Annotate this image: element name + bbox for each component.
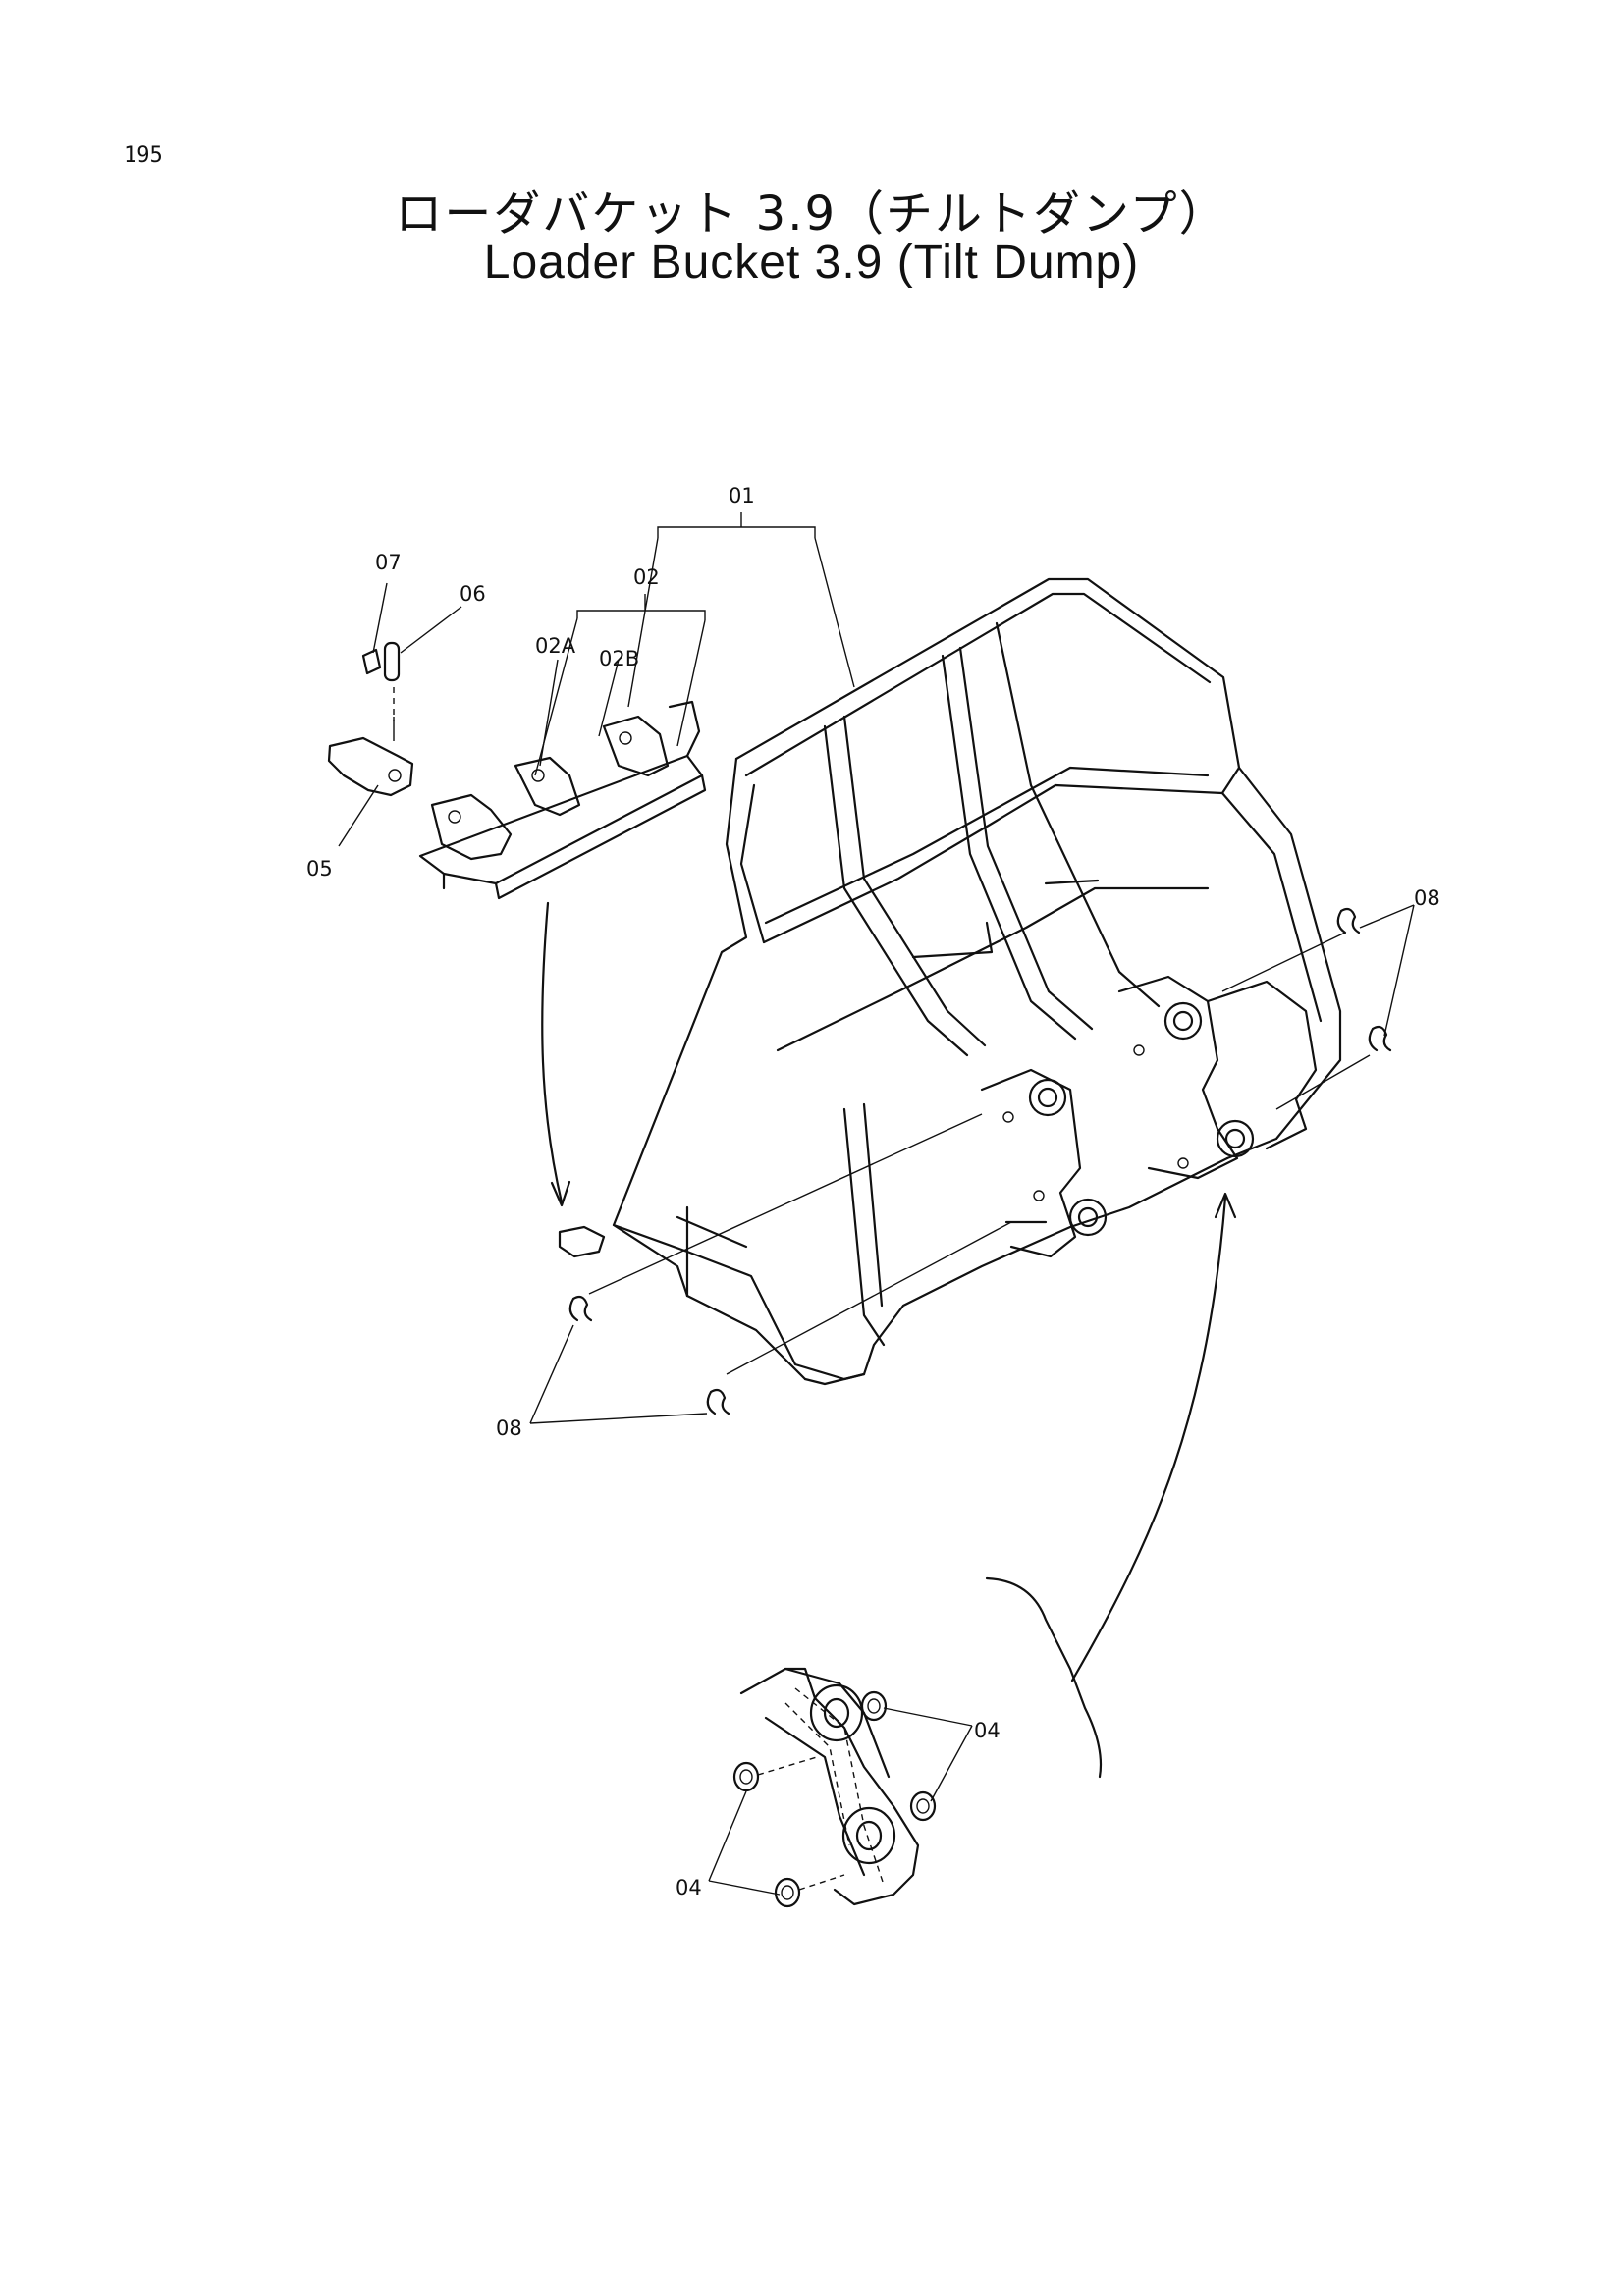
callout-01: 01 <box>729 484 755 507</box>
title-english: Loader Bucket 3.9 (Tilt Dump) <box>483 237 1140 289</box>
cutting-edge-assembly <box>418 700 707 900</box>
callout-02b: 02B <box>599 647 639 670</box>
install-arrow-cutting-edge <box>541 901 571 1207</box>
callout-04-right: 04 <box>974 1719 1001 1742</box>
hinge-detail <box>732 1667 937 1908</box>
installed-tooth <box>558 1225 606 1258</box>
page-number: 195 <box>124 143 163 168</box>
callout-04-left: 04 <box>676 1876 702 1899</box>
lock-clips <box>568 907 1392 1415</box>
title-japanese: ローダバケット 3.9（チルトダンプ） <box>395 187 1228 241</box>
pin-and-lock <box>361 641 401 721</box>
callout-08-right: 08 <box>1414 886 1440 910</box>
callout-06: 06 <box>460 582 486 606</box>
callout-02: 02 <box>633 565 660 589</box>
detail-bracket-arrow <box>985 1192 1237 1779</box>
callout-08-left: 08 <box>496 1416 522 1440</box>
tooth-part <box>327 717 414 797</box>
callout-07: 07 <box>375 551 402 574</box>
callout-02a: 02A <box>535 634 576 658</box>
leader-lines <box>338 512 1415 1896</box>
callout-05: 05 <box>306 857 333 881</box>
bucket-body <box>588 577 1371 1386</box>
